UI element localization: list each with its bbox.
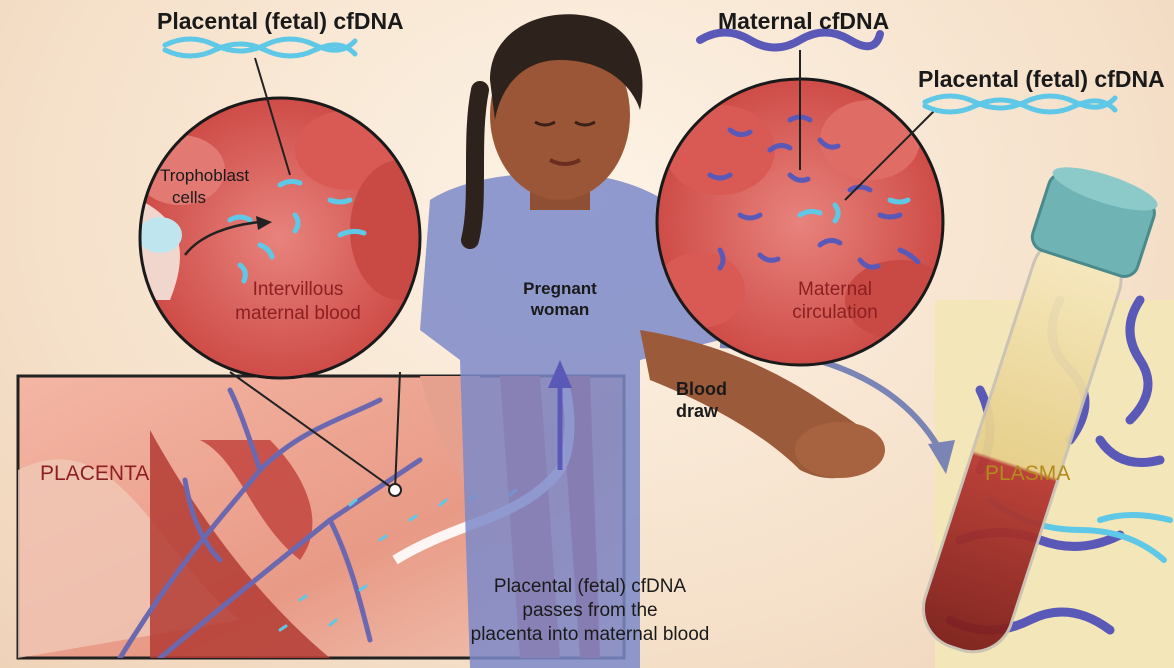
cfdna-passage-caption: Placental (fetal) cfDNA passes from the … (440, 575, 740, 647)
fetal-dna-strand (165, 39, 355, 56)
maternal-circulation-label: Maternal circulation (765, 278, 905, 324)
maternal-cfdna-label: Maternal cfDNA (718, 8, 889, 35)
fetal-dna-strand (925, 96, 1115, 112)
plasma-label: PLASMA (985, 462, 1070, 486)
pregnant-woman-label: Pregnant woman (505, 278, 615, 320)
placental-cfdna-label-right: Placental (fetal) cfDNA (918, 66, 1165, 93)
intervillous-magnified-circle (135, 98, 450, 378)
blood-draw-label: Blood draw (676, 378, 727, 422)
magnification-point (389, 484, 401, 496)
placenta-label: PLACENTA (40, 462, 149, 486)
placental-cfdna-label-left: Placental (fetal) cfDNA (157, 8, 404, 35)
trophoblast-label: Trophoblast cells (160, 165, 249, 209)
intervillous-label: Intervillous maternal blood (213, 278, 383, 326)
